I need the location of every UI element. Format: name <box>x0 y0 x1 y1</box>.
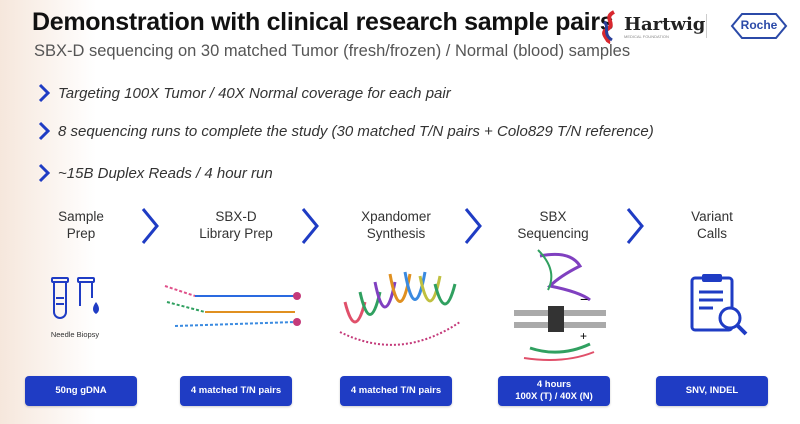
badge-text: 50ng gDNA <box>55 385 107 396</box>
xpandomer-illustration <box>339 271 461 346</box>
roche-text: Roche <box>740 18 778 32</box>
hartwig-logo: Hartwig MEDICAL FOUNDATION <box>600 10 705 44</box>
step-label: Library Prep <box>199 226 273 241</box>
step-label: Prep <box>66 226 96 241</box>
bullet-text: ~15B Duplex Reads / 4 hour run <box>58 164 273 182</box>
badge-text: 4 matched T/N pairs <box>350 385 442 396</box>
bullet-1: Targeting 100X Tumor / 40X Normal covera… <box>38 83 451 103</box>
chevron-right-icon <box>464 208 482 244</box>
chevron-right-icon <box>141 208 159 244</box>
bullet-text: 8 sequencing runs to complete the study … <box>58 122 654 140</box>
badge-text: 4 hours <box>536 379 572 390</box>
nanopore-sequencing-illustration: −+ <box>514 249 606 361</box>
hartwig-sub: MEDICAL FOUNDATION <box>624 33 669 39</box>
svg-text:−: − <box>580 291 588 307</box>
svg-text:+: + <box>580 329 587 343</box>
step-label: Calls <box>696 226 727 241</box>
step-label: Xpandomer <box>361 209 431 224</box>
library-prep-illustration <box>164 285 301 327</box>
chevron-right-icon <box>626 208 644 244</box>
bullet-3: ~15B Duplex Reads / 4 hour run <box>38 163 273 183</box>
sample-input-badge: 50ng gDNA <box>25 376 137 406</box>
badge-text: 4 matched T/N pairs <box>190 385 282 396</box>
clipboard-search-icon <box>690 274 748 336</box>
bullet-text: Targeting 100X Tumor / 40X Normal covera… <box>58 84 451 102</box>
hartwig-name: Hartwig <box>624 13 706 35</box>
test-tubes-icon <box>51 277 99 319</box>
bullet-2: 8 sequencing runs to complete the study … <box>38 121 654 141</box>
chevron-right-icon <box>38 163 50 183</box>
step-label: SBX-D <box>215 209 257 224</box>
badge-text: SNV, INDEL <box>685 385 739 396</box>
step-label: Sequencing <box>517 226 589 241</box>
needle-biopsy-caption: Needle Biopsy <box>50 330 100 339</box>
chevron-right-icon <box>301 208 319 244</box>
variant-calls-badge: SNV, INDEL <box>656 376 768 406</box>
roche-logo: Roche <box>730 12 788 40</box>
chevron-right-icon <box>38 121 50 141</box>
library-prep-badge: 4 matched T/N pairs <box>180 376 292 406</box>
badge-text: 100X (T) / 40X (N) <box>515 391 593 402</box>
hartwig-helix-icon <box>602 10 616 44</box>
step-label: SBX <box>539 209 567 224</box>
slide-subtitle: SBX-D sequencing on 30 matched Tumor (fr… <box>34 42 631 60</box>
chevron-right-icon <box>38 83 50 103</box>
logo-divider <box>706 14 707 38</box>
step-sbx-sequencing: SBX Sequencing <box>493 208 613 242</box>
step-label: Sample <box>58 209 104 224</box>
xpandomer-badge: 4 matched T/N pairs <box>340 376 452 406</box>
step-label: Variant <box>691 209 733 224</box>
step-label: Synthesis <box>366 226 426 241</box>
slide-title: Demonstration with clinical research sam… <box>32 8 614 36</box>
step-library-prep: SBX-D Library Prep <box>176 208 296 242</box>
